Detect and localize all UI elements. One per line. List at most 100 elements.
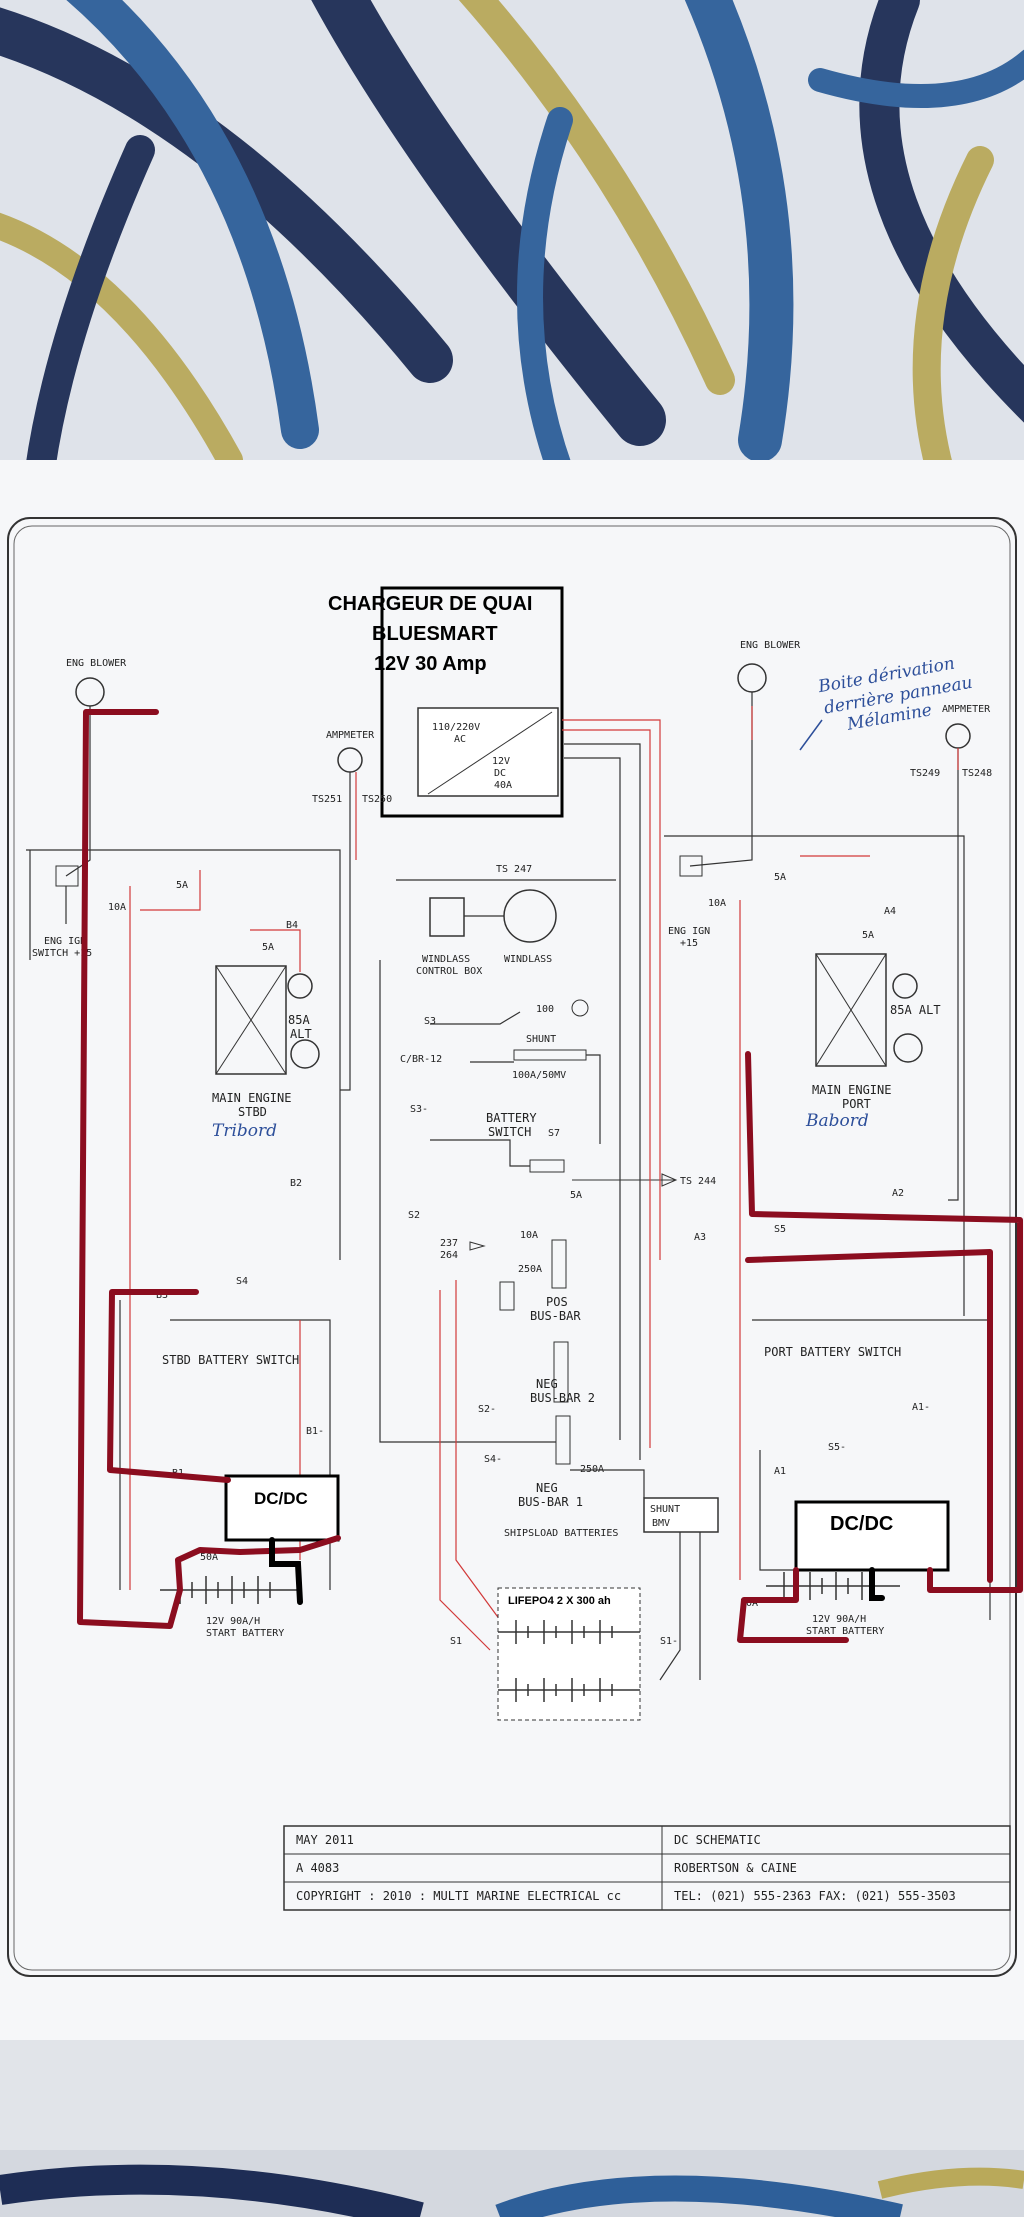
alt-left-label: 85A: [288, 1013, 310, 1027]
windlass-control-box: [429, 897, 465, 937]
black-marker-wiring: [269, 1537, 885, 1605]
shunt-bmv-label: SHUNT: [650, 1504, 680, 1515]
pos-busbar: [551, 1239, 567, 1289]
black-wiring: [26, 692, 991, 1681]
fabric-background-top: [0, 0, 1024, 470]
num-264: 264: [440, 1250, 458, 1261]
neg-busbar1-label: NEG: [536, 1481, 558, 1495]
fuse-10a-right: 10A: [708, 898, 726, 909]
a2-label: A2: [892, 1188, 904, 1199]
fuse-250a-pos: 250A: [518, 1264, 542, 1275]
start-battery-left-label: 12V 90A/H: [206, 1616, 260, 1627]
battery-switch-label2: SWITCH: [488, 1125, 531, 1139]
s3m-label: S3-: [410, 1104, 428, 1115]
title-contact: TEL: (021) 555-2363 FAX: (021) 555-3503: [674, 1889, 956, 1903]
main-engine-port-label2: PORT: [842, 1097, 871, 1111]
charger-annotation-box: [380, 586, 564, 818]
charger-title-line2: BLUESMART: [372, 623, 498, 645]
b2-label: B2: [290, 1178, 302, 1189]
pos-busbar-label2: BUS-BAR: [530, 1309, 581, 1323]
fuse-10a-left: 10A: [108, 902, 126, 913]
tribord-note: Tribord: [212, 1121, 277, 1141]
eng-ign-right-label: ENG IGN: [668, 926, 710, 937]
num-100: 100: [536, 1004, 554, 1015]
s5m-label: S5-: [828, 1442, 846, 1453]
a1-label: A1: [774, 1466, 786, 1477]
start-battery-right-label2: START BATTERY: [806, 1626, 884, 1637]
eng-blower-left-label: ENG BLOWER: [66, 658, 127, 669]
title-block: [283, 1825, 1011, 1911]
a1m-label: A1-: [912, 1402, 930, 1413]
s7-label: S7: [548, 1128, 560, 1139]
charger-dc-label2: DC: [494, 768, 506, 779]
ts244-label: TS 244: [680, 1176, 716, 1187]
start-battery-right-label: 12V 90A/H: [812, 1614, 866, 1625]
s3-label: S3: [424, 1016, 436, 1027]
ts249: TS249: [910, 768, 940, 779]
s4m-label: S4-: [484, 1454, 502, 1465]
ts251: TS251: [312, 794, 342, 805]
s2-label: S2: [408, 1210, 420, 1221]
title-client: ROBERTSON & CAINE: [674, 1861, 797, 1875]
s4-label: S4: [236, 1276, 248, 1287]
a3-label: A3: [694, 1232, 706, 1243]
title-copyright: COPYRIGHT : 2010 : MULTI MARINE ELECTRIC…: [296, 1889, 621, 1903]
charger-ac-label2: AC: [454, 734, 466, 745]
dcdc-right: [794, 1500, 950, 1572]
lifepo4-box: [497, 1587, 641, 1721]
fuse-5a-left: 5A: [176, 880, 188, 891]
main-engine-port-label: MAIN ENGINE: [812, 1083, 891, 1097]
b3-label: B3: [156, 1290, 168, 1301]
dcdc-right-label: DC/DC: [830, 1513, 893, 1535]
fuse-10a-center: 10A: [520, 1230, 538, 1241]
charger-title-line3: 12V 30 Amp: [374, 653, 487, 675]
fuse-5a-right2: 5A: [862, 930, 874, 941]
windlass-box-label2: CONTROL BOX: [416, 966, 482, 977]
charger-dc-label: 12V: [492, 756, 510, 767]
windlass-box-label: WINDLASS: [422, 954, 470, 965]
neg-busbar2-label: NEG: [536, 1377, 558, 1391]
dcdc-left-label: DC/DC: [254, 1489, 308, 1508]
cbr-label: C/BR-12: [400, 1054, 442, 1065]
shunt-bmv: [643, 1497, 719, 1533]
charger-dc-amps: 40A: [494, 780, 512, 791]
a4-label: A4: [884, 906, 896, 917]
main-engine-port: [815, 953, 887, 1067]
house-battery-2: [498, 1678, 640, 1702]
main-engine-stbd-label2: STBD: [238, 1105, 267, 1119]
fuse-50a-right: 50A: [740, 1598, 758, 1609]
port-battery-switch-label: PORT BATTERY SWITCH: [764, 1345, 901, 1359]
outer-border: [7, 517, 1017, 1977]
charger-ac-label: 110/220V: [432, 722, 480, 733]
ts247-label: TS 247: [496, 864, 532, 875]
pos-busbar-label: POS: [546, 1295, 568, 1309]
fuse-5a-right: 5A: [774, 872, 786, 883]
eng-blower-right-label: ENG BLOWER: [740, 640, 801, 651]
neg-busbar-1: [555, 1415, 571, 1465]
stbd-battery-switch-label: STBD BATTERY SWITCH: [162, 1353, 299, 1367]
shunt-bmv-label2: BMV: [652, 1518, 670, 1529]
charger-unit: [417, 707, 559, 797]
red-wiring: [129, 706, 959, 1651]
windlass-label: WINDLASS: [504, 954, 552, 965]
neg-busbar-2: [553, 1341, 569, 1403]
ampmeter-left-label: AMPMETER: [326, 730, 375, 741]
shunt-rating: 100A/50MV: [512, 1070, 566, 1081]
eng-ign-left-label: ENG IGN: [44, 936, 86, 947]
fuse-5a-left2: 5A: [262, 942, 274, 953]
inner-border: [13, 525, 1011, 1971]
alt-right-label: 85A ALT: [890, 1003, 941, 1017]
title-schematic: DC SCHEMATIC: [674, 1833, 761, 1847]
b4-label: B4: [286, 920, 298, 931]
main-engine-stbd-label: MAIN ENGINE: [212, 1091, 291, 1105]
s5-label: S5: [774, 1224, 786, 1235]
start-battery-left-label2: START BATTERY: [206, 1628, 284, 1639]
b1m-label: B1-: [306, 1426, 324, 1437]
shipsload-label: SHIPSLOAD BATTERIES: [504, 1528, 618, 1539]
alt-left-label2: ALT: [290, 1027, 312, 1041]
s1-label: S1: [450, 1636, 462, 1647]
eng-ign-left-label2: SWITCH +15: [32, 948, 92, 959]
num-237: 237: [440, 1238, 458, 1249]
fabric-background-bottom: [0, 2040, 1024, 2217]
s2m-label: S2-: [478, 1404, 496, 1415]
